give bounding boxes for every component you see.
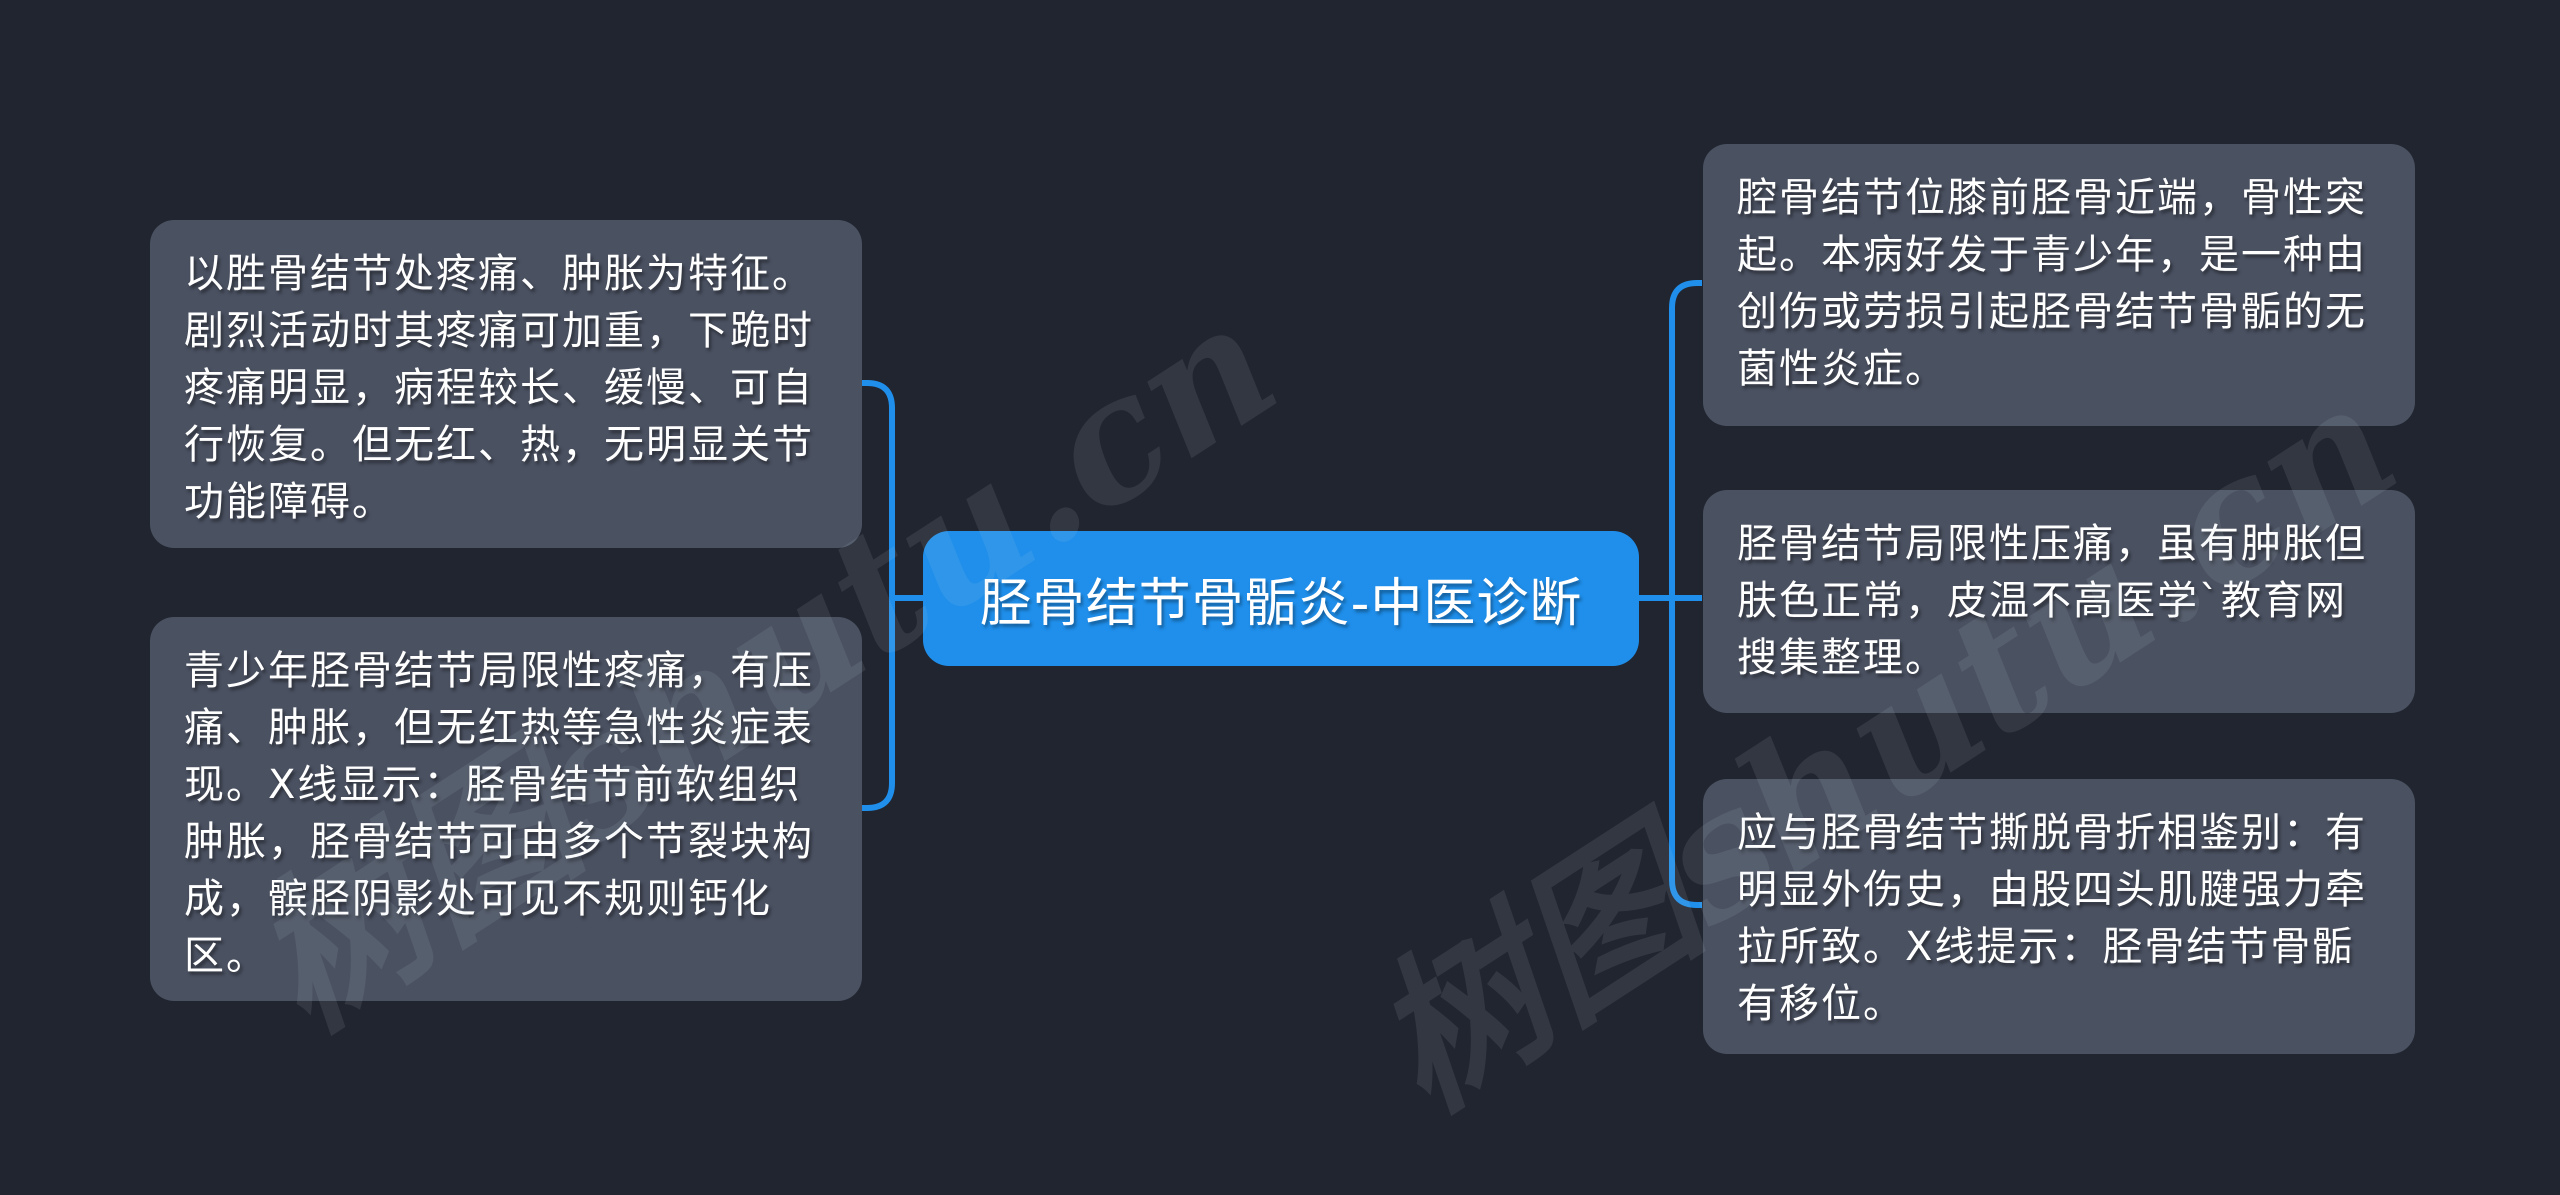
branch-node-youth-diagnosis[interactable]: 青少年胫骨结节局限性疼痛，有压痛、肿胀，但无红热等急性炎症表现。X线显示：胫骨结… <box>150 617 862 1001</box>
branch-node-differential-diagnosis[interactable]: 应与胫骨结节撕脱骨折相鉴别：有明显外伤史，由股四头肌腱强力牵拉所致。X线提示：胫… <box>1703 779 2415 1054</box>
branch-node-symptom-features[interactable]: 以胜骨结节处疼痛、肿胀为特征。剧烈活动时其疼痛可加重，下跪时疼痛明显，病程较长、… <box>150 220 862 548</box>
root-node-title[interactable]: 胫骨结节骨骺炎-中医诊断 <box>923 531 1639 666</box>
branch-node-local-tenderness[interactable]: 胫骨结节局限性压痛，虽有肿胀但肤色正常，皮温不高医学`教育网搜集整理。 <box>1703 490 2415 713</box>
right-bracket-connector <box>1669 280 1702 908</box>
branch-node-anatomy-cause[interactable]: 腔骨结节位膝前胫骨近端，骨性突起。本病好发于青少年，是一种由创伤或劳损引起胫骨结… <box>1703 144 2415 426</box>
left-bracket-connector <box>862 380 895 811</box>
